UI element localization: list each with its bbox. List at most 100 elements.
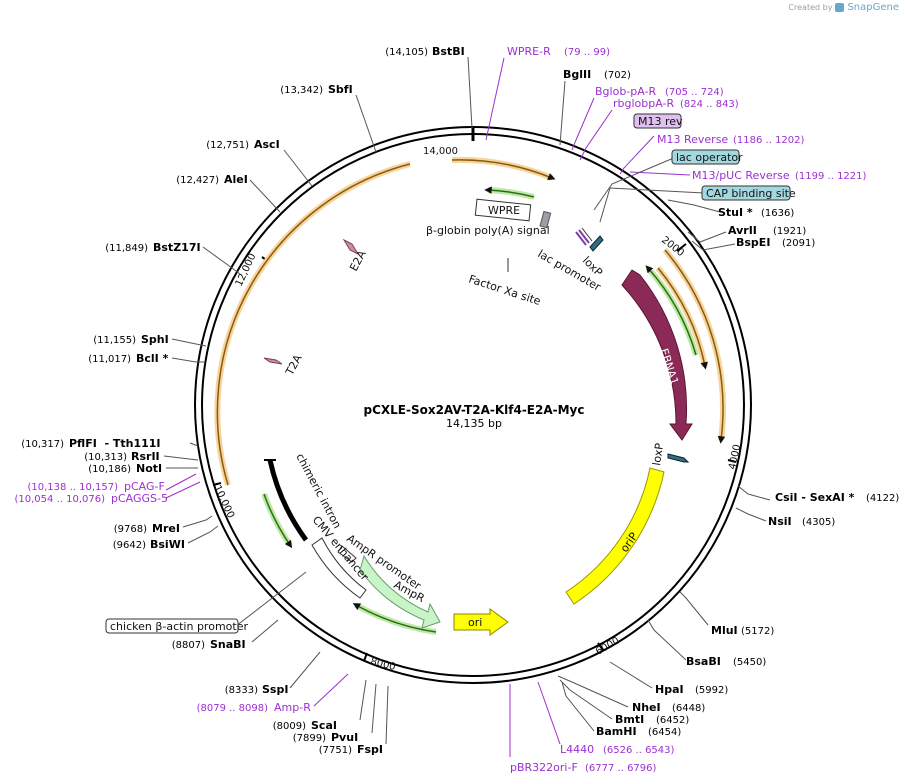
lac-operator-leader	[593, 156, 677, 211]
cmv-enhancer-feature	[311, 537, 367, 599]
bmti-name: BmtI	[615, 713, 644, 726]
primer-leader-pcag	[165, 473, 197, 491]
asci-name: AscI	[254, 138, 280, 151]
leader-rsrii	[163, 455, 199, 461]
primer-arc-top	[484, 186, 535, 198]
primer-m13puc-name: M13/pUC Reverse	[692, 169, 790, 182]
snabi-pos: (8807)	[172, 640, 205, 651]
m13rev-label: M13 rev	[638, 115, 683, 128]
bstbi-pos: (14,105)	[385, 47, 428, 58]
leader-pflfi	[189, 442, 199, 447]
leader-snabi	[251, 619, 279, 643]
leader-alei	[249, 179, 281, 213]
tick-4000	[727, 459, 737, 463]
primer-arc-left	[263, 493, 293, 549]
bstbi-name: BstBI	[432, 45, 465, 58]
scai-pos: (8009)	[273, 721, 306, 732]
primer-leader-ampr	[313, 673, 349, 707]
enzyme-leader-lines	[163, 56, 771, 745]
tick-10000	[212, 482, 222, 486]
ori-label: ori	[468, 616, 482, 629]
bamhi-pos: (6454)	[648, 727, 681, 738]
sbfi-pos: (13,342)	[280, 85, 323, 96]
bstz17i-pos: (11,849)	[105, 243, 148, 254]
leader-bglii	[559, 80, 566, 146]
pvui-name: PvuI	[331, 731, 358, 744]
plasmid-size: 14,135 bp	[446, 417, 502, 430]
nhei-pos: (6448)	[672, 703, 705, 714]
chicken-promoter-label: chicken β-actin promoter	[110, 620, 248, 633]
noti-pos: (10,186)	[88, 464, 131, 475]
wpre-feature	[474, 198, 532, 222]
primer-ampr-name: Amp-R	[274, 701, 311, 714]
lac-promoter-feature	[575, 227, 593, 246]
leader-bspei	[691, 240, 736, 251]
tick-label-8000: 8000	[369, 656, 396, 673]
snabi-name: SnaBI	[210, 638, 246, 651]
primer-rbglob-pos: (824 .. 843)	[680, 99, 739, 110]
bcli-pos: (11,017)	[88, 354, 131, 365]
bstz17i-name: BstZ17I	[153, 241, 201, 254]
csii-pos: (4122)	[866, 493, 899, 504]
leader-hpai	[609, 661, 653, 689]
enzyme-labels: (14,105) BstBI BglII (702) StuI * (1636)…	[21, 45, 899, 756]
primer-pcag-name: pCAG-F	[124, 480, 165, 493]
orf-arc-right-inner	[657, 267, 708, 370]
orip-feature	[565, 467, 665, 605]
primer-pcaggs-pos: (10,054 .. 10,076)	[15, 494, 106, 505]
primer-bglob-pos: (705 .. 724)	[665, 87, 724, 98]
asci-pos: (12,751)	[206, 140, 249, 151]
sphi-pos: (11,155)	[93, 335, 136, 346]
bamhi-name: BamHI	[596, 725, 637, 738]
leader-sbfi	[355, 94, 377, 153]
bglobin-feature	[539, 210, 552, 229]
ebna1-feature	[621, 269, 693, 441]
bglobin-label: β-globin poly(A) signal	[426, 224, 550, 237]
tick-label-10000: 10,000	[211, 484, 236, 520]
pflfi-pos: (10,317)	[21, 439, 64, 450]
alei-pos: (12,427)	[176, 175, 219, 186]
orf-arc-right	[664, 249, 726, 444]
leader-sspi	[289, 651, 321, 689]
bsabi-name: BsaBI	[686, 655, 721, 668]
bspei-name: BspEI	[736, 236, 770, 249]
mrei-name: MreI	[152, 522, 180, 535]
orf-arc-top-glow	[451, 156, 554, 181]
primer-m13reverse-pos: (1186 .. 1202)	[733, 135, 805, 146]
primer-leader-bglob	[571, 97, 595, 151]
backbone-outer	[194, 126, 752, 684]
primer-ampr-pos: (8079 .. 8098)	[197, 703, 269, 714]
primer-arc-bottom	[352, 603, 437, 633]
primer-leader-l4440	[537, 681, 561, 745]
leader-nhei	[557, 675, 629, 708]
lac-operator-box	[671, 149, 740, 165]
orf-arc-left	[216, 163, 411, 486]
primer-leader-wpre	[485, 57, 505, 141]
ori-feature	[453, 608, 509, 636]
primer-l4440-name: L4440	[560, 743, 594, 756]
mlui-pos: (5172)	[741, 626, 774, 637]
leader-bstz17i	[202, 246, 241, 275]
primer-wpre-pos: (79 .. 99)	[564, 47, 610, 58]
primer-leader-m13rev	[619, 135, 655, 175]
primer-labels: WPRE-R (79 .. 99) Bglob-pA-R (705 .. 724…	[15, 45, 867, 774]
loxp1-feature	[589, 235, 604, 252]
loxp2-label: loxP	[650, 442, 666, 467]
leader-bstbi	[467, 56, 473, 129]
leader-bcli	[171, 357, 204, 363]
factor-xa-label: Factor Xa site	[467, 272, 542, 308]
tick-label-4000: 4000	[727, 443, 743, 470]
primer-bglob-name: Bglob-pA-R	[595, 85, 657, 98]
primer-leader-pcaggs	[165, 481, 201, 499]
leader-bsabi	[647, 619, 687, 661]
loxp2-feature	[667, 453, 690, 463]
stui-pos: (1636)	[761, 208, 794, 219]
leader-mlui	[679, 591, 709, 626]
lac-promoter-mark-1	[575, 231, 587, 246]
box-leader-lines	[235, 156, 705, 627]
primer-l4440-pos: (6526 .. 6543)	[603, 745, 675, 756]
wpre-label: WPRE	[488, 204, 520, 217]
leader-pvui	[371, 683, 377, 734]
leader-sphi	[171, 338, 207, 347]
